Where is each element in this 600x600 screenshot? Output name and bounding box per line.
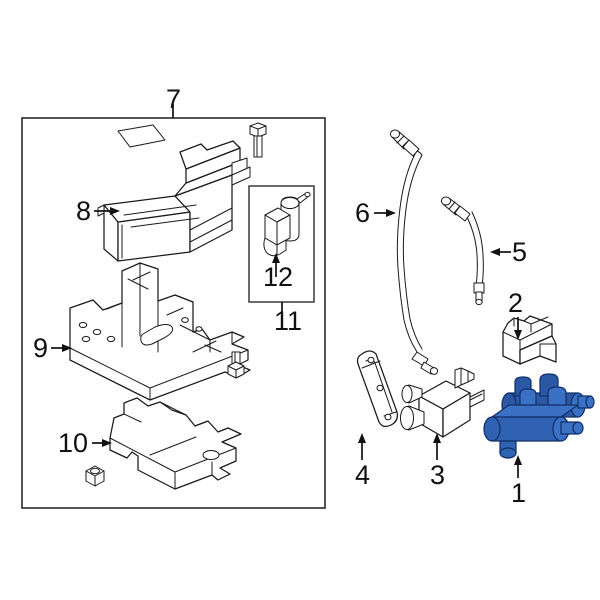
callout-label-5: 5 bbox=[512, 237, 528, 267]
part-long-vapor-hose bbox=[389, 129, 439, 375]
part-highlighted-purge-valve-assembly bbox=[483, 373, 595, 459]
callout-label-8: 8 bbox=[76, 196, 92, 226]
leader-12 bbox=[272, 253, 280, 277]
leader-9 bbox=[51, 344, 72, 352]
part-canister-close-valve bbox=[263, 191, 311, 257]
part-canister-tray bbox=[69, 262, 251, 401]
part-mounting-strap bbox=[356, 350, 398, 428]
callout-label-3: 3 bbox=[430, 460, 446, 490]
leader-2 bbox=[514, 317, 522, 340]
part-bracket-2 bbox=[502, 315, 557, 365]
part-short-vapor-hose bbox=[440, 196, 485, 306]
callout-label-11: 11 bbox=[274, 306, 303, 336]
callout-label-4: 4 bbox=[355, 460, 371, 490]
callout-label-12: 12 bbox=[263, 262, 294, 292]
leader-5 bbox=[490, 248, 511, 256]
leader-1 bbox=[514, 455, 522, 478]
callout-label-10: 10 bbox=[58, 428, 89, 458]
part-canister-cover bbox=[109, 397, 242, 490]
part-canister-bolt-upper bbox=[249, 122, 267, 158]
callout-label-1: 1 bbox=[511, 478, 527, 508]
callout-label-7: 7 bbox=[166, 84, 182, 114]
leader-8 bbox=[94, 207, 120, 215]
leader-3 bbox=[433, 433, 441, 460]
part-vapor-canister bbox=[97, 124, 251, 262]
callout-label-9: 9 bbox=[33, 333, 49, 363]
leader-4 bbox=[358, 433, 366, 460]
leader-6 bbox=[374, 209, 396, 217]
part-tray-bolt bbox=[227, 351, 245, 379]
callout-label-6: 6 bbox=[355, 198, 371, 228]
part-purge-solenoid-valve bbox=[400, 367, 485, 438]
leader-10 bbox=[92, 439, 112, 447]
callout-label-2: 2 bbox=[508, 288, 524, 318]
part-cover-nut bbox=[85, 465, 105, 487]
